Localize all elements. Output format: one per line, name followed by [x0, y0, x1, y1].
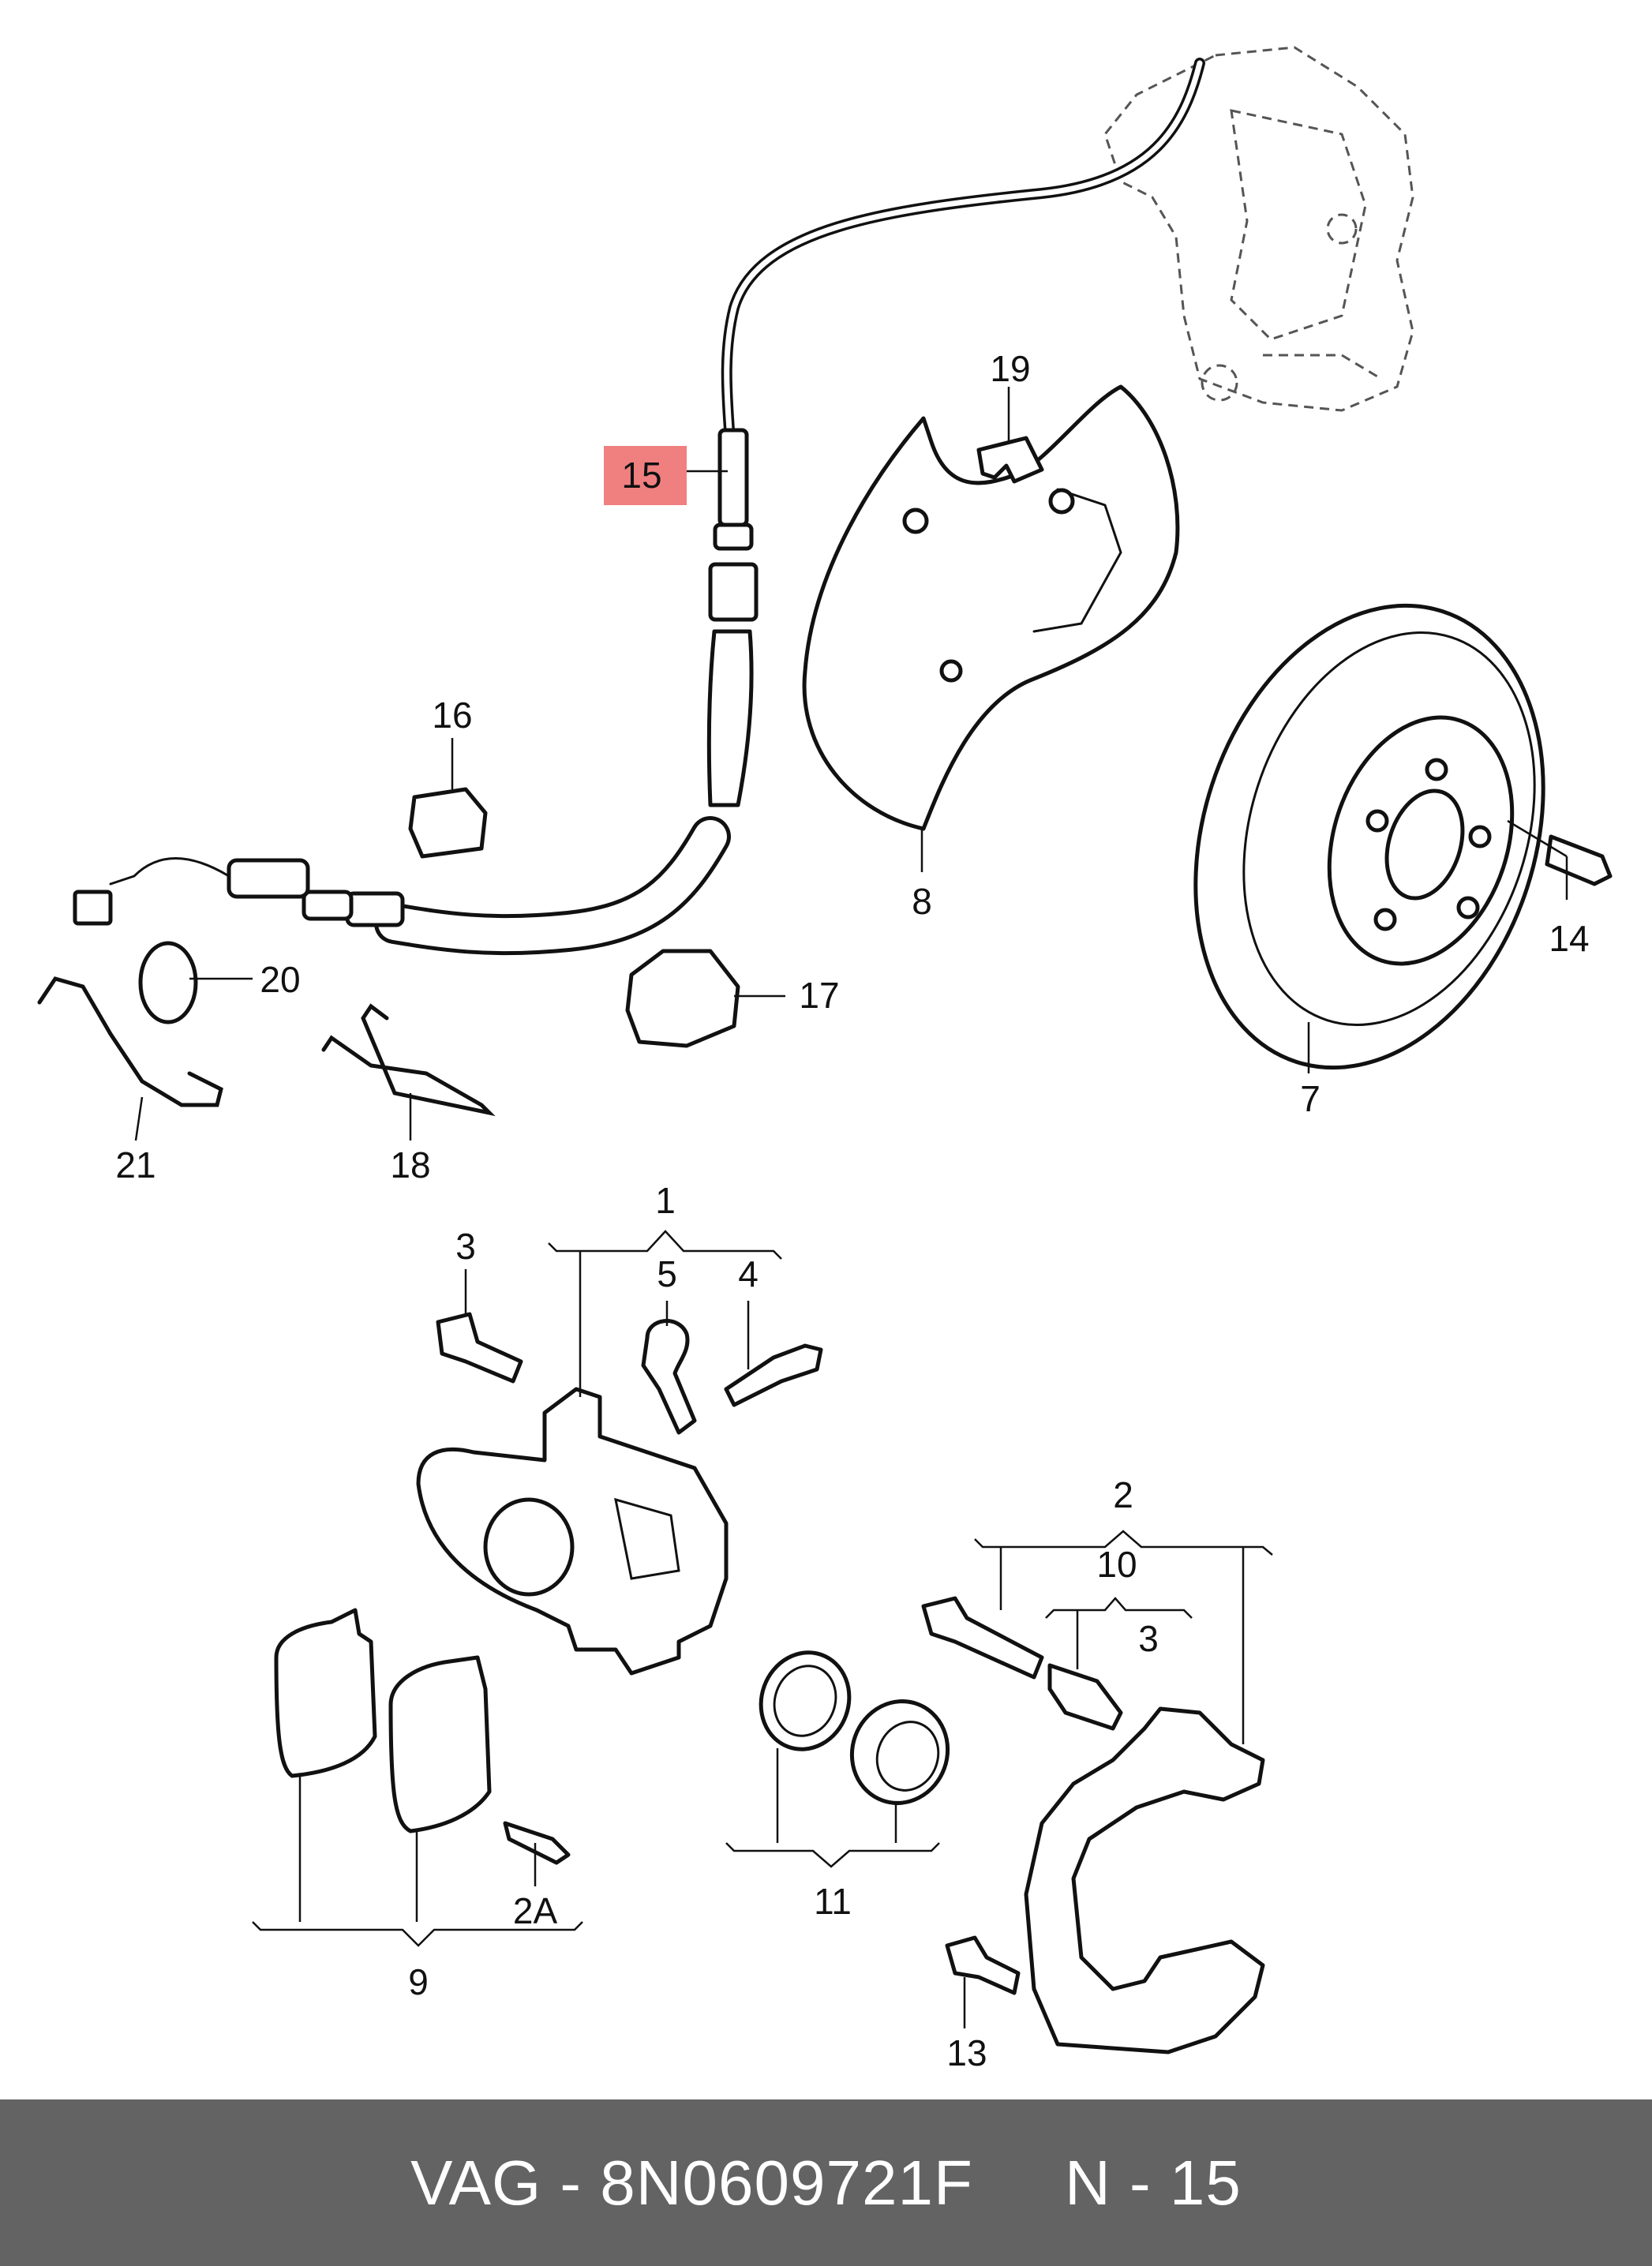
cable-clip: [408, 787, 488, 859]
label-17: 17: [799, 975, 839, 1016]
retaining-clip: [976, 436, 1044, 484]
bleeder-screw: [724, 1343, 823, 1407]
caliper-carrier: [1024, 1706, 1265, 2054]
label-2: 2: [1113, 1474, 1133, 1515]
brake-pads: [274, 1608, 492, 1833]
label-20: 20: [260, 959, 300, 1000]
bleeder-cap: [641, 1319, 697, 1435]
label-3-sleeve: 3: [1138, 1618, 1159, 1659]
label-13: 13: [946, 2032, 987, 2073]
guide-bolt: [921, 1596, 1044, 1680]
brake-caliper: [416, 1387, 729, 1676]
leader-lines: [134, 387, 1568, 2028]
label-3-bolt: 3: [455, 1226, 476, 1267]
label-5: 5: [657, 1253, 677, 1294]
label-10: 10: [1096, 1544, 1137, 1585]
carrier-bolt: [945, 1935, 1021, 1995]
pad-clip-2a: [503, 1821, 571, 1865]
caliper-bolt: [436, 1312, 523, 1384]
wheel-hub-outline: [1103, 46, 1414, 412]
highlight-box-15: [604, 446, 687, 505]
brake-parts-exploded-diagram: 19 15 16 8 14 20 17 7 21 18 1 3 5 4 2 10…: [37, 46, 1613, 2073]
footer-part-number: VAG - 8N0609721F N - 15: [410, 2147, 1242, 2218]
label-16: 16: [432, 695, 472, 736]
footer-bar: VAG - 8N0609721F N - 15: [0, 2099, 1652, 2266]
label-19: 19: [990, 348, 1030, 389]
brake-disc: [1193, 603, 1545, 1070]
label-7: 7: [1300, 1078, 1320, 1119]
label-14: 14: [1549, 918, 1589, 959]
label-1: 1: [655, 1180, 676, 1221]
label-15: 15: [621, 455, 661, 496]
label-11: 11: [814, 1881, 852, 1922]
disc-screw: [1545, 834, 1613, 886]
label-4: 4: [738, 1253, 759, 1294]
retaining-spring-18: [321, 1003, 496, 1117]
label-8: 8: [912, 881, 932, 922]
label-2a: 2A: [513, 1890, 558, 1931]
retaining-spring-21: [37, 976, 223, 1107]
abs-sensor-cable: [73, 58, 1205, 956]
label-21: 21: [115, 1144, 155, 1185]
label-9: 9: [408, 1961, 429, 2002]
label-18: 18: [390, 1144, 430, 1185]
part-labels: 19 15 16 8 14 20 17 7 21 18 1 3 5 4 2 10…: [115, 348, 1589, 2073]
sensor-cap: [138, 941, 198, 1024]
piston-seal-kit: [759, 1650, 950, 1805]
cable-bracket: [625, 949, 740, 1048]
brake-dust-shield: [802, 384, 1180, 831]
guide-sleeve: [1047, 1663, 1123, 1731]
